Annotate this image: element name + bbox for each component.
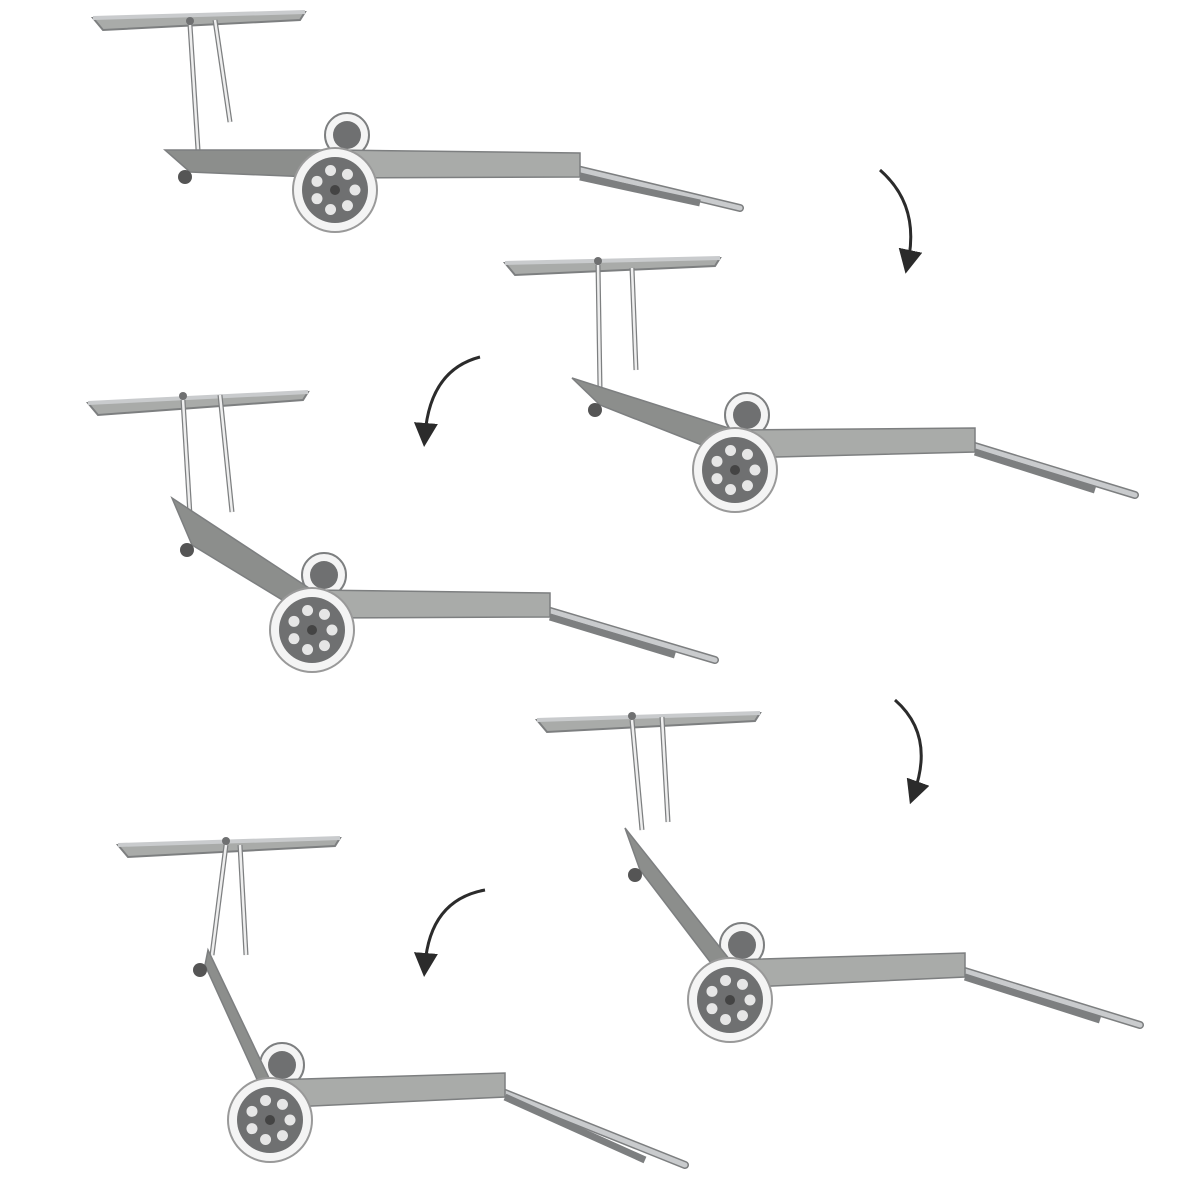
lounger-step-3 (85, 390, 719, 673)
wheel-spoke-hole (276, 1098, 288, 1110)
canopy-knob (222, 837, 230, 845)
wheel-spoke-hole (326, 624, 338, 636)
wheel-spoke-hole (736, 978, 748, 990)
wheel-spoke-hole (288, 633, 300, 645)
adjustment-knob (180, 543, 194, 557)
wheel-spoke-hole (311, 193, 323, 205)
frame-rail (963, 973, 1102, 1024)
curved-arrow-icon-1 (879, 168, 923, 274)
wheel-axle (330, 185, 340, 195)
rear-wheel-hub (733, 401, 761, 429)
canopy-pole-highlight (181, 399, 192, 516)
adjustment-knob (588, 403, 602, 417)
wheel-spoke-hole (725, 445, 737, 457)
wheel-spoke-hole (725, 483, 737, 495)
frame-rail (973, 448, 1097, 494)
wheel-spoke-hole (744, 994, 756, 1006)
canopy-pole-highlight (213, 19, 232, 123)
wheel-spoke-hole (284, 1114, 296, 1126)
canopy-pole-highlight (218, 394, 234, 513)
rear-wheel-hub (268, 1051, 296, 1079)
wheel-spoke-hole (276, 1130, 288, 1142)
wheel-spoke-hole (302, 643, 314, 655)
lounger-step-5 (115, 836, 689, 1169)
canopy-knob (628, 712, 636, 720)
wheel-spoke-hole (311, 175, 323, 187)
curved-arrow-icon-2 (413, 355, 481, 447)
wheel-spoke-hole (720, 975, 732, 987)
lounger-step-2 (502, 256, 1139, 513)
frame-rail (503, 1093, 647, 1164)
rear-wheel-hub (333, 121, 361, 149)
wheel-spoke-hole (720, 1013, 732, 1025)
wheel-spoke-hole (260, 1133, 272, 1145)
canopy-frame (536, 711, 761, 722)
wheel-spoke-hole (288, 615, 300, 627)
canopy-knob (179, 392, 187, 400)
canopy-pole-highlight (630, 719, 644, 831)
wheel-spoke-hole (246, 1123, 258, 1135)
wheel-spoke-hole (749, 464, 761, 476)
wheel-axle (730, 465, 740, 475)
adjustment-knob (193, 963, 207, 977)
frame-rail-highlight (482, 1082, 688, 1168)
wheel-spoke-hole (741, 480, 753, 492)
frame-rail-highlight (942, 962, 1143, 1028)
canopy-knob (594, 257, 602, 265)
canopy-knob (186, 17, 194, 25)
wheel-spoke-hole (341, 168, 353, 180)
wheel-axle (725, 995, 735, 1005)
canopy-pole-highlight (238, 844, 248, 956)
wheel-spoke-hole (341, 200, 353, 212)
wheel-spoke-hole (706, 1003, 718, 1015)
wheel-axle (265, 1115, 275, 1125)
wheel-spoke-hole (706, 985, 718, 997)
wheel-axle (307, 625, 317, 635)
rear-wheel-hub (310, 561, 338, 589)
frame-rail-highlight (952, 437, 1138, 498)
wheel-spoke-hole (736, 1010, 748, 1022)
wheel-spoke-hole (711, 455, 723, 467)
wheel-spoke-hole (260, 1095, 272, 1107)
canopy-pole-highlight (210, 844, 228, 956)
adjustment-knob (178, 170, 192, 184)
rear-wheel-hub (728, 931, 756, 959)
wheel-spoke-hole (318, 608, 330, 620)
frame-rail (548, 613, 677, 659)
adjustment-knob (628, 868, 642, 882)
canopy-pole-highlight (660, 716, 670, 823)
lounger-step-1 (90, 10, 744, 233)
canopy-frame (504, 256, 721, 265)
frame-rail (579, 173, 701, 207)
canopy-pole-highlight (596, 264, 602, 389)
canopy-frame (92, 10, 306, 20)
curved-arrow-icon-4 (413, 888, 486, 977)
wheel-spoke-hole (741, 448, 753, 460)
wheel-spoke-hole (318, 640, 330, 652)
frame-rail-highlight (557, 162, 743, 211)
lounger-step-4 (534, 711, 1144, 1043)
canopy-pole-highlight (630, 267, 638, 371)
wheel-spoke-hole (711, 473, 723, 485)
wheel-spoke-hole (325, 203, 337, 215)
canopy-pole-highlight (188, 24, 200, 151)
wheel-spoke-hole (325, 165, 337, 177)
frame-rail-highlight (527, 602, 718, 663)
curved-arrow-icon-3 (894, 698, 930, 805)
wheel-spoke-hole (302, 605, 314, 617)
wheel-spoke-hole (349, 184, 361, 196)
wheel-spoke-hole (246, 1105, 258, 1117)
canopy-frame (87, 390, 309, 405)
